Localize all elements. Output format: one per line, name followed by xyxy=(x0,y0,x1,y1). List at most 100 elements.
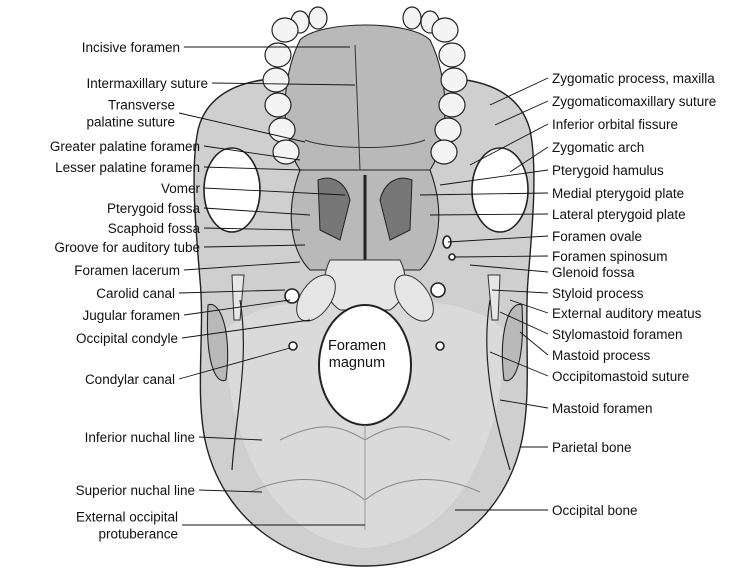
anatomy-label: Medial pterygoid plate xyxy=(552,186,684,201)
leader-line xyxy=(178,289,286,294)
tooth xyxy=(434,117,462,143)
leader-line xyxy=(203,207,311,216)
anatomy-label: Greater palatine foramen xyxy=(50,139,200,154)
anatomy-label: Zygomatic process, maxilla xyxy=(552,71,715,86)
leader-line xyxy=(203,145,301,161)
anatomy-label: Occipitomastoid suture xyxy=(552,369,689,384)
leader-line xyxy=(509,299,549,314)
right-jugular-foramen xyxy=(430,282,446,298)
anatomy-label: Inferior nuchal line xyxy=(85,430,195,445)
leader-line xyxy=(509,146,549,173)
anatomy-label: Vomer xyxy=(161,181,201,196)
anatomy-label: Occipital condyle xyxy=(76,331,178,346)
anatomy-label: External auditory meatus xyxy=(552,306,702,321)
left-occipital-condyle xyxy=(296,274,336,322)
leader-line xyxy=(203,187,346,196)
leader-line xyxy=(447,235,549,243)
tooth xyxy=(271,17,299,43)
leader-line xyxy=(419,192,549,196)
leader-line xyxy=(499,399,549,409)
right-choana xyxy=(379,177,413,241)
leader-line xyxy=(183,299,291,316)
leader-line xyxy=(203,166,303,171)
left-mastoid-process xyxy=(206,303,229,382)
leader-line xyxy=(454,255,549,258)
leader-line xyxy=(489,77,549,106)
leader-line xyxy=(519,331,549,356)
anatomy-label: Zygomaticomaxillary suture xyxy=(552,94,716,109)
leader-line xyxy=(494,100,549,126)
left-jugular-foramen xyxy=(284,288,300,304)
leader-line xyxy=(211,82,356,86)
anatomy-label: External occipital xyxy=(76,510,178,525)
leader-lines xyxy=(178,46,549,526)
leader-line xyxy=(469,123,549,166)
leader-line xyxy=(203,227,301,231)
anatomy-label: Pterygoid fossa xyxy=(107,201,201,216)
tooth xyxy=(264,42,292,68)
foramen-magnum-label-2: magnum xyxy=(329,355,385,371)
tooth xyxy=(262,67,290,93)
anatomy-label: Parietal bone xyxy=(552,440,632,455)
tooth xyxy=(272,139,300,165)
anatomy-label: Groove for auditory tube xyxy=(54,240,200,255)
leader-line xyxy=(499,311,549,335)
leader-line xyxy=(439,169,549,186)
transverse-palatine-suture xyxy=(304,139,426,148)
anatomy-label: Incisive foramen xyxy=(82,40,180,55)
leader-line xyxy=(491,289,549,294)
basi-occiput xyxy=(324,259,406,311)
left-occipitomastoid-suture xyxy=(231,299,244,471)
anatomy-label: Foramen spinosum xyxy=(552,249,668,264)
anatomy-label: Mastoid process xyxy=(552,348,651,363)
tooth xyxy=(402,6,422,30)
tooth xyxy=(438,42,466,68)
anatomy-label: Transverse xyxy=(108,98,175,113)
anatomy-label: Condylar canal xyxy=(85,372,175,387)
anatomy-label: Scaphoid fossa xyxy=(108,221,201,236)
anatomy-label: Inferior orbital fissure xyxy=(552,117,678,132)
right-mastoid-process xyxy=(501,303,524,382)
leader-line xyxy=(181,319,311,339)
leader-line xyxy=(203,244,306,248)
anatomy-label: Occipital bone xyxy=(552,503,638,518)
tooth xyxy=(430,139,458,165)
right-occipital-condyle xyxy=(394,274,434,322)
leader-line xyxy=(469,264,549,273)
tooth xyxy=(431,17,459,43)
anatomy-label: Pterygoid hamulus xyxy=(552,163,664,178)
leader-line xyxy=(198,489,263,493)
anatomy-label: Mastoid foramen xyxy=(552,401,653,416)
right-occipitomastoid-suture xyxy=(486,299,511,471)
anatomy-label: Intermaxillary suture xyxy=(86,76,208,91)
leader-line xyxy=(489,351,549,377)
foramen-magnum-label-1: Foramen xyxy=(328,338,386,354)
tooth xyxy=(264,92,292,118)
leader-line xyxy=(198,436,263,441)
leader-line xyxy=(183,261,301,271)
anatomy-label: Glenoid fossa xyxy=(552,265,635,280)
anatomy-label: Lateral pterygoid plate xyxy=(552,207,686,222)
foramen-spinosum xyxy=(448,253,456,261)
anatomy-label: Foramen ovale xyxy=(552,229,642,244)
leader-line xyxy=(429,213,549,216)
anatomy-label: Stylomastoid foramen xyxy=(552,327,683,342)
tooth xyxy=(438,92,466,118)
leader-line xyxy=(178,347,291,380)
tooth xyxy=(308,6,328,30)
intermaxillary-suture xyxy=(354,44,361,171)
anatomy-label: Foramen lacerum xyxy=(74,263,180,278)
tooth xyxy=(440,67,468,93)
left-condylar-canal xyxy=(288,341,298,351)
anatomy-label: Carolid canal xyxy=(96,286,175,301)
anatomy-label: Superior nuchal line xyxy=(76,483,195,498)
right-condylar-canal xyxy=(435,341,445,351)
teeth xyxy=(262,6,468,165)
anatomy-label: protuberance xyxy=(98,527,178,542)
right-styloid-process xyxy=(487,274,501,321)
anatomy-label: palatine suture xyxy=(86,115,175,130)
anatomy-label: Zygomatic arch xyxy=(552,140,644,155)
